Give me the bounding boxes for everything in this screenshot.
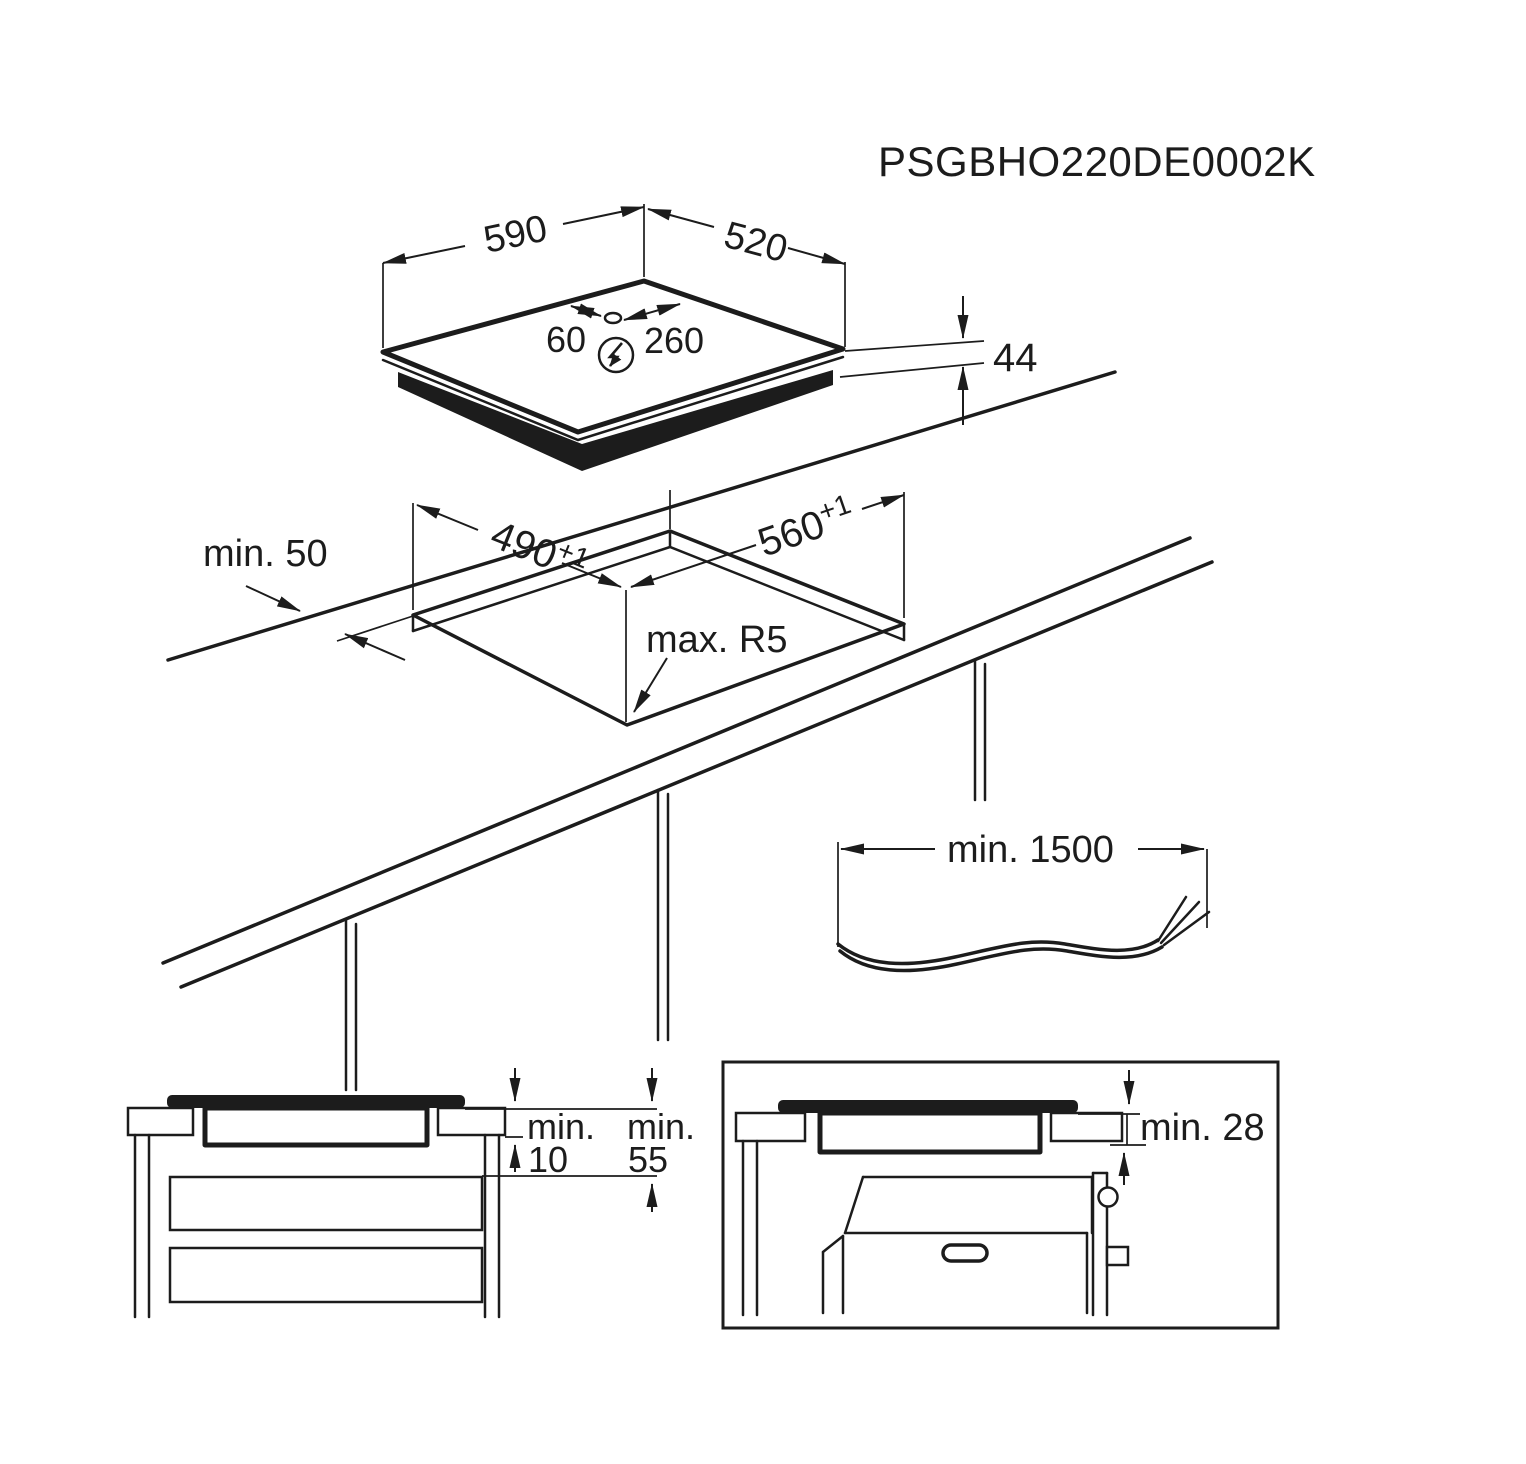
hob-base (398, 370, 833, 471)
page-title: PSGBHO220DE0002K (878, 138, 1316, 185)
dimension-44: 44 (839, 296, 1038, 425)
worktop-left-section (734, 1111, 807, 1143)
cable-gland (603, 311, 623, 325)
gap-value-label: 10 (528, 1139, 568, 1180)
cabinet-sides (133, 1133, 501, 1319)
worktop-front-edge-bottom (179, 560, 1214, 989)
worktop-back-edge (166, 370, 1117, 662)
dimension-min10-min55: min. 10 min. 55 (465, 1068, 695, 1212)
cutout-width-label: 560+1 (751, 488, 860, 566)
cabinet-side-view: min. 10 min. 55 (126, 1068, 695, 1319)
cabinet-legs (344, 658, 987, 1092)
gland-offset-left-label: 60 (546, 319, 586, 360)
hob-glass-section (778, 1100, 1078, 1113)
dimension-max-r5: max. R5 (633, 619, 787, 713)
drawer-min-label: min. (627, 1106, 695, 1147)
cable-length-label: min. 1500 (947, 829, 1114, 871)
oven-clearance-label: min. 28 (1140, 1107, 1265, 1149)
hob-body-section (202, 1105, 430, 1148)
oven (821, 1175, 1094, 1315)
worktop-isometric (161, 370, 1214, 1092)
hob-glass-edge (381, 355, 845, 442)
power-connection-icon (597, 336, 635, 374)
hob-glass-section (167, 1095, 465, 1108)
hob-width-label: 590 (480, 208, 551, 262)
worktop-left-section (126, 1106, 195, 1137)
drawer-front-1 (168, 1175, 484, 1232)
oven-handle (941, 1243, 989, 1263)
corner-radius-label: max. R5 (646, 619, 787, 661)
hob-body-section (817, 1110, 1043, 1155)
hob-depth-label: 520 (720, 214, 792, 271)
panel-bracket (1105, 1245, 1130, 1267)
hob-top-view: 590 520 60 260 44 (380, 204, 1038, 471)
power-cable (836, 895, 1211, 973)
worktop-cutout-view: min. 50 490+1 560+1 max. R5 (203, 488, 906, 727)
cabinet-side-right (1091, 1171, 1130, 1317)
power-cable-view: min. 1500 (836, 829, 1211, 973)
cable-gland-dimensions: 60 260 (546, 303, 704, 374)
gap-min-label: min. (527, 1106, 595, 1147)
drawer-front-2 (168, 1246, 484, 1304)
dimension-min50: min. 50 (203, 533, 414, 661)
gland-offset-right-label: 260 (644, 320, 704, 361)
worktop-front-edge-top (161, 536, 1192, 965)
drawer-value-label: 55 (628, 1139, 668, 1180)
panel-knob (1097, 1186, 1119, 1208)
back-clearance-label: min. 50 (203, 533, 328, 575)
worktop-right-section (436, 1106, 507, 1137)
worktop-right-section (1049, 1111, 1124, 1143)
dimension-min28: min. 28 (1078, 1070, 1265, 1185)
oven-installation-view: min. 28 (721, 1060, 1280, 1330)
hob-height-label: 44 (993, 336, 1038, 380)
cabinet-side-left (741, 1139, 759, 1317)
